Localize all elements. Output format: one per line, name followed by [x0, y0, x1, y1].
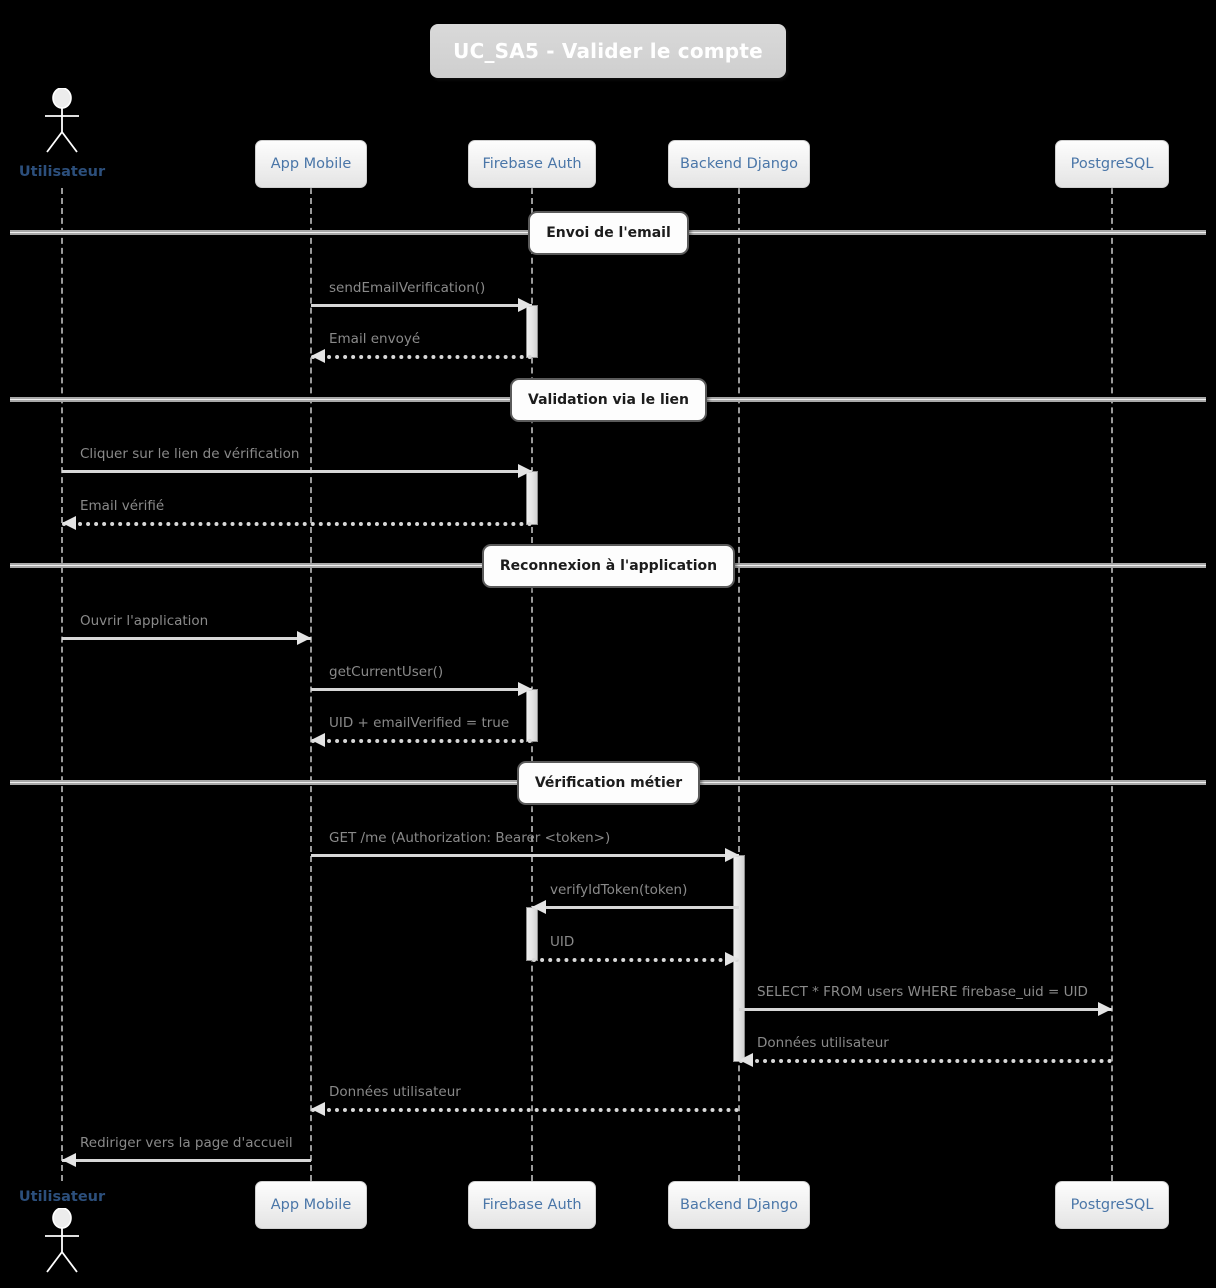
- message-line-9: [532, 906, 739, 909]
- message-label-3: Cliquer sur le lien de vérification: [80, 446, 300, 462]
- participant-label: Backend Django: [680, 156, 798, 172]
- section-divider-envoi-de-l-email: Envoi de l'email: [528, 211, 689, 255]
- section-divider-label: Vérification métier: [534, 775, 683, 791]
- message-line-8: [311, 854, 739, 857]
- message-line-1: [311, 304, 532, 307]
- lifeline-firebase-auth: [531, 188, 533, 1181]
- message-line-6: [311, 688, 532, 691]
- message-line-12: [739, 1059, 1112, 1063]
- section-divider-validation-via-le-lien: Validation via le lien: [510, 378, 707, 422]
- message-line-11: [739, 1008, 1112, 1011]
- section-divider-label: Reconnexion à l'application: [499, 558, 718, 574]
- participant-app-mobile-bottom[interactable]: App Mobile: [255, 1181, 367, 1229]
- participant-backend-django-bottom[interactable]: Backend Django: [668, 1181, 810, 1229]
- message-arrowhead-4: [62, 516, 76, 530]
- participant-label: Firebase Auth: [482, 1197, 582, 1213]
- actor-label-utilisateur-top: Utilisateur: [18, 164, 106, 180]
- participant-label: App Mobile: [270, 156, 352, 172]
- lifeline-postgresql: [1111, 188, 1113, 1181]
- message-line-2: [311, 355, 532, 359]
- message-arrowhead-9: [532, 900, 546, 914]
- message-arrowhead-11: [1098, 1002, 1112, 1016]
- message-arrowhead-14: [62, 1153, 76, 1167]
- activation-bar-firebase-auth-1: [526, 305, 538, 358]
- section-divider-label: Validation via le lien: [528, 392, 690, 408]
- message-arrowhead-3: [518, 464, 532, 478]
- diagram-title-text: UC_SA5 - Valider le compte: [453, 39, 763, 63]
- message-label-5: Ouvrir l'application: [80, 613, 209, 629]
- message-label-10: UID: [550, 934, 575, 950]
- actor-figure-utilisateur-bottom[interactable]: [37, 1208, 87, 1274]
- participant-label: App Mobile: [270, 1197, 352, 1213]
- activation-bar-firebase-auth-3: [526, 689, 538, 742]
- message-label-13: Données utilisateur: [329, 1084, 461, 1100]
- section-divider-reconnexion-l-application: Reconnexion à l'application: [482, 544, 735, 588]
- message-arrowhead-10: [725, 952, 739, 966]
- message-line-7: [311, 739, 532, 743]
- participant-postgresql-top[interactable]: PostgreSQL: [1055, 140, 1169, 188]
- message-arrowhead-13: [311, 1102, 325, 1116]
- section-divider-v-rification-m-tier: Vérification métier: [517, 761, 700, 805]
- message-label-2: Email envoyé: [329, 331, 421, 347]
- participant-firebase-auth-bottom[interactable]: Firebase Auth: [468, 1181, 596, 1229]
- lifeline-backend-django: [738, 188, 740, 1181]
- actor-label-utilisateur-bottom: Utilisateur: [18, 1189, 106, 1205]
- activation-bar-firebase-auth-5: [526, 907, 538, 961]
- participant-firebase-auth-top[interactable]: Firebase Auth: [468, 140, 596, 188]
- participant-app-mobile-top[interactable]: App Mobile: [255, 140, 367, 188]
- message-line-13: [311, 1108, 739, 1112]
- message-line-10: [532, 958, 739, 962]
- message-label-14: Rediriger vers la page d'accueil: [80, 1135, 293, 1151]
- message-label-7: UID + emailVerified = true: [329, 715, 510, 731]
- participant-label: PostgreSQL: [1070, 1197, 1154, 1213]
- lifeline-utilisateur: [61, 188, 63, 1181]
- message-arrowhead-7: [311, 733, 325, 747]
- activation-bar-firebase-auth-2: [526, 471, 538, 525]
- message-label-6: getCurrentUser(): [329, 664, 444, 680]
- message-arrowhead-5: [297, 631, 311, 645]
- message-line-3: [62, 470, 532, 473]
- message-line-14: [62, 1159, 311, 1162]
- message-label-9: verifyIdToken(token): [550, 882, 688, 898]
- message-arrowhead-6: [518, 682, 532, 696]
- participant-label: Firebase Auth: [482, 156, 582, 172]
- lifeline-app-mobile: [310, 188, 312, 1181]
- message-label-12: Données utilisateur: [757, 1035, 889, 1051]
- message-arrowhead-12: [739, 1053, 753, 1067]
- message-label-8: GET /me (Authorization: Bearer <token>): [329, 830, 611, 846]
- actor-figure-utilisateur-top[interactable]: [37, 88, 87, 154]
- message-label-4: Email vérifié: [80, 498, 165, 514]
- participant-postgresql-bottom[interactable]: PostgreSQL: [1055, 1181, 1169, 1229]
- participant-label: Backend Django: [680, 1197, 798, 1213]
- message-line-4: [62, 522, 532, 526]
- message-arrowhead-1: [518, 298, 532, 312]
- participant-backend-django-top[interactable]: Backend Django: [668, 140, 810, 188]
- diagram-title-box: UC_SA5 - Valider le compte: [430, 24, 786, 78]
- participant-label: PostgreSQL: [1070, 156, 1154, 172]
- message-arrowhead-2: [311, 349, 325, 363]
- message-label-1: sendEmailVerification(): [329, 280, 486, 296]
- section-divider-label: Envoi de l'email: [546, 225, 671, 241]
- message-arrowhead-8: [725, 848, 739, 862]
- message-line-5: [62, 637, 311, 640]
- message-label-11: SELECT * FROM users WHERE firebase_uid =…: [757, 984, 1088, 1000]
